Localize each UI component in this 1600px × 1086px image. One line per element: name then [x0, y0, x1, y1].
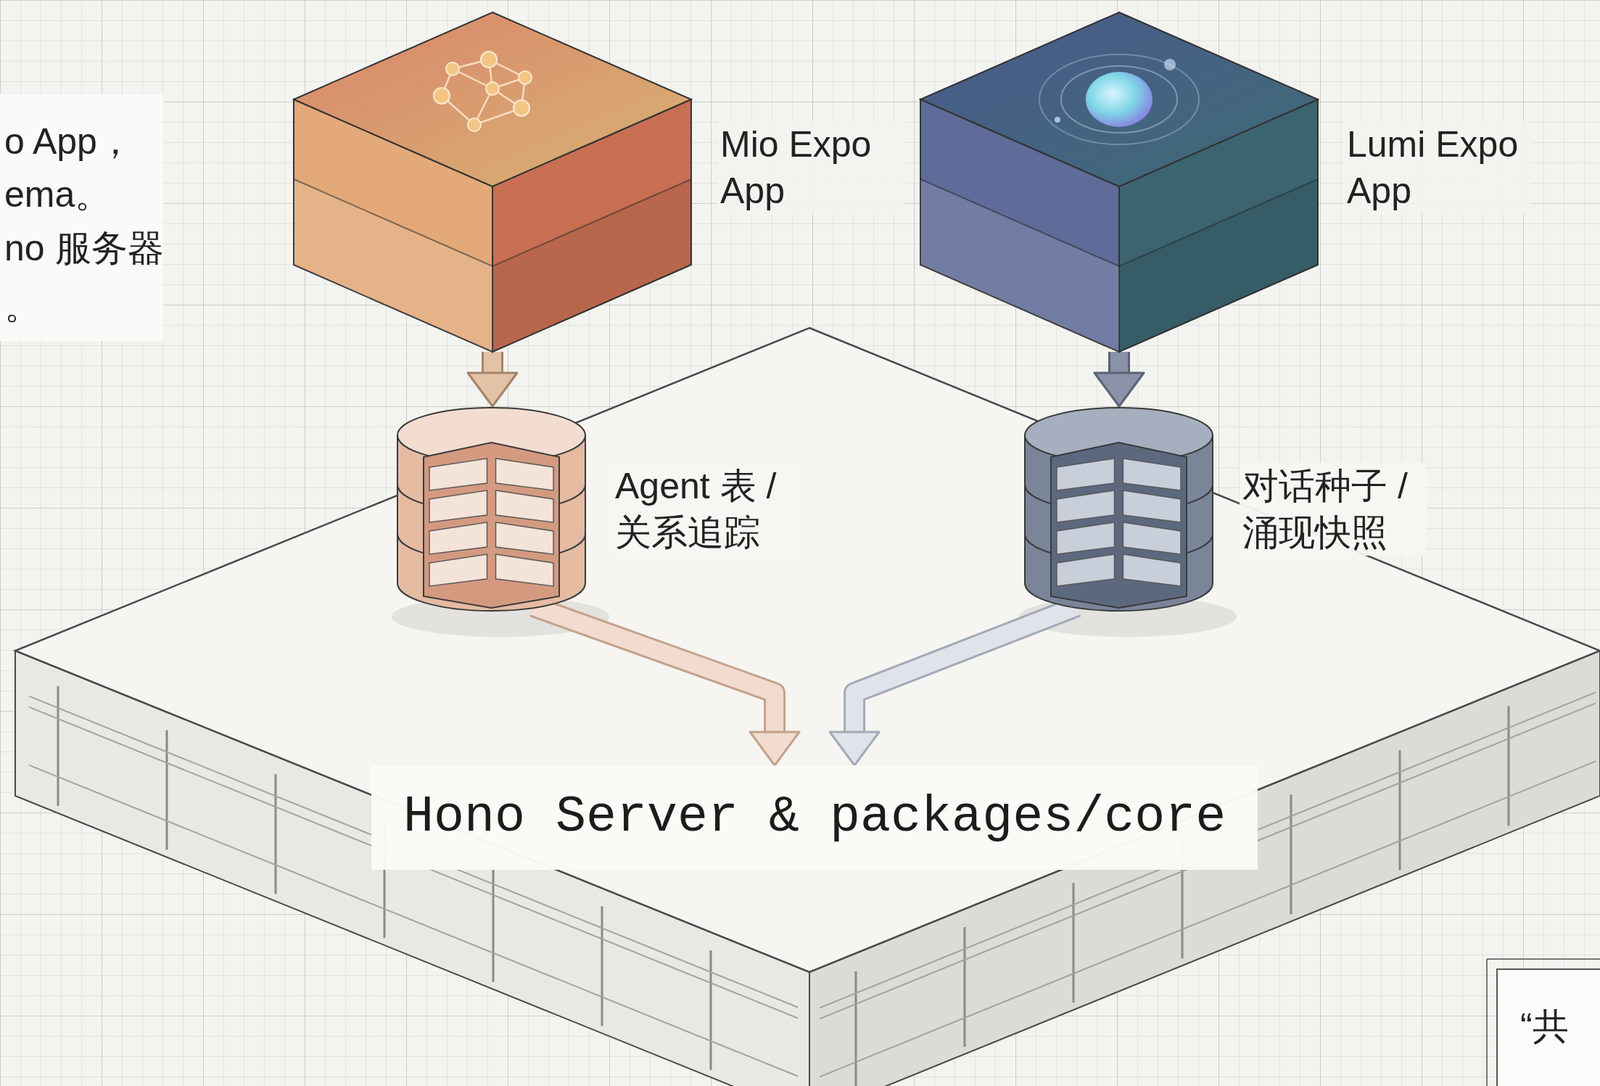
rack-drawer [496, 458, 555, 491]
note-text: ema。 [4, 172, 111, 217]
network-node [467, 118, 481, 132]
platform-strut [1507, 705, 1511, 826]
server-label-box: Hono Server & packages/core [371, 765, 1258, 870]
connector-arrow [467, 351, 518, 407]
arrow-head [829, 731, 880, 766]
app-cube: Mio Expo App [293, 12, 692, 352]
server-label: Hono Server & packages/core [403, 786, 1226, 848]
network-node [513, 100, 530, 117]
platform-strut [57, 686, 60, 806]
cube-lower-band [293, 179, 493, 352]
cube-shape [293, 12, 692, 352]
cube-top-face [293, 12, 692, 187]
rack-drawer [1056, 458, 1115, 491]
database-cylinder: 对话种子 / 涌现快照 [1023, 406, 1215, 613]
platform-top-face [15, 327, 1600, 972]
node-title: 对话种子 / 涌现快照 [1239, 462, 1427, 556]
rack-drawer [496, 522, 555, 555]
cylinder-cutaway [1050, 442, 1187, 608]
platform-strut [963, 926, 967, 1047]
cylinder-shape [1023, 406, 1215, 613]
cube-shape [920, 12, 1318, 352]
network-node [485, 81, 500, 96]
arrow-shaft [1110, 351, 1128, 375]
connector-arrow [1094, 351, 1144, 407]
platform-strut [855, 971, 858, 1086]
arrow-shaft [854, 606, 1078, 734]
arrow-shaft [533, 606, 775, 734]
orbit-dot [1054, 116, 1061, 123]
platform-strut [1072, 882, 1075, 1003]
note-text: “共 [1520, 1004, 1569, 1049]
node-title: Mio Expo App [717, 121, 905, 214]
network-node [446, 62, 460, 76]
cube-lower-band [920, 179, 1120, 352]
rack-drawer [1123, 522, 1182, 555]
rack-drawer [1123, 554, 1182, 587]
arrow-head [467, 372, 518, 407]
connector-arrow [829, 606, 1078, 766]
orbit-ring [1061, 66, 1178, 133]
rack-drawer [429, 522, 488, 555]
rack-drawer [1056, 522, 1115, 555]
platform-strut [1290, 794, 1293, 914]
note-text: o App， [4, 119, 134, 164]
arrow-shaft-outline [1108, 351, 1131, 375]
network-node [433, 87, 450, 104]
cube-band-line [293, 179, 692, 267]
left-note-panel [0, 94, 164, 341]
note-box [1497, 968, 1600, 1086]
arrow-shaft-outline [854, 606, 1078, 734]
platform-strut [274, 773, 278, 894]
platform-strut [1399, 749, 1402, 870]
connector-arrow [533, 606, 800, 766]
rack-drawer [496, 554, 555, 587]
cube-top-face [920, 12, 1318, 187]
rack-drawer [1056, 554, 1115, 587]
cylinder-cutaway [423, 442, 560, 608]
app-cube: Lumi Expo App [920, 12, 1318, 352]
platform-strut [601, 905, 604, 1026]
cylinder-body [1024, 435, 1213, 611]
node-title: Lumi Expo App [1343, 121, 1532, 214]
rack-drawer [1056, 490, 1115, 523]
platform-struts [29, 686, 1596, 1086]
network-node [518, 71, 532, 85]
platform-strut [492, 862, 495, 983]
rack-drawer [496, 490, 555, 523]
node-title: Agent 表 / 关系追踪 [612, 462, 800, 556]
cube-lower-band [1119, 179, 1318, 352]
note-text: no 服务器 [4, 226, 164, 270]
cylinder-body [397, 435, 586, 611]
rack-drawer [1123, 458, 1182, 491]
arrow-head [1094, 372, 1144, 407]
platform-strut [166, 730, 169, 851]
arrow-shaft-outline [533, 606, 775, 734]
orbit-ring [1039, 54, 1199, 145]
note-text: 。 [4, 284, 41, 328]
rack-drawer [1123, 490, 1182, 523]
arrow-shaft-outline [481, 351, 504, 375]
arrow-shaft [483, 351, 502, 375]
arrow-head [749, 731, 800, 766]
cube-band-line [920, 179, 1318, 267]
rack-drawer [429, 554, 488, 587]
network-node [480, 51, 497, 68]
cylinder-shape [396, 406, 587, 613]
cube-lower-band [492, 179, 692, 352]
platform-strut [710, 950, 713, 1070]
database-cylinder: Agent 表 / 关系追踪 [396, 406, 587, 613]
rack-drawer [429, 458, 488, 491]
glowing-orb [1085, 71, 1153, 127]
orbit-dot [1164, 58, 1176, 71]
rack-drawer [429, 490, 488, 523]
